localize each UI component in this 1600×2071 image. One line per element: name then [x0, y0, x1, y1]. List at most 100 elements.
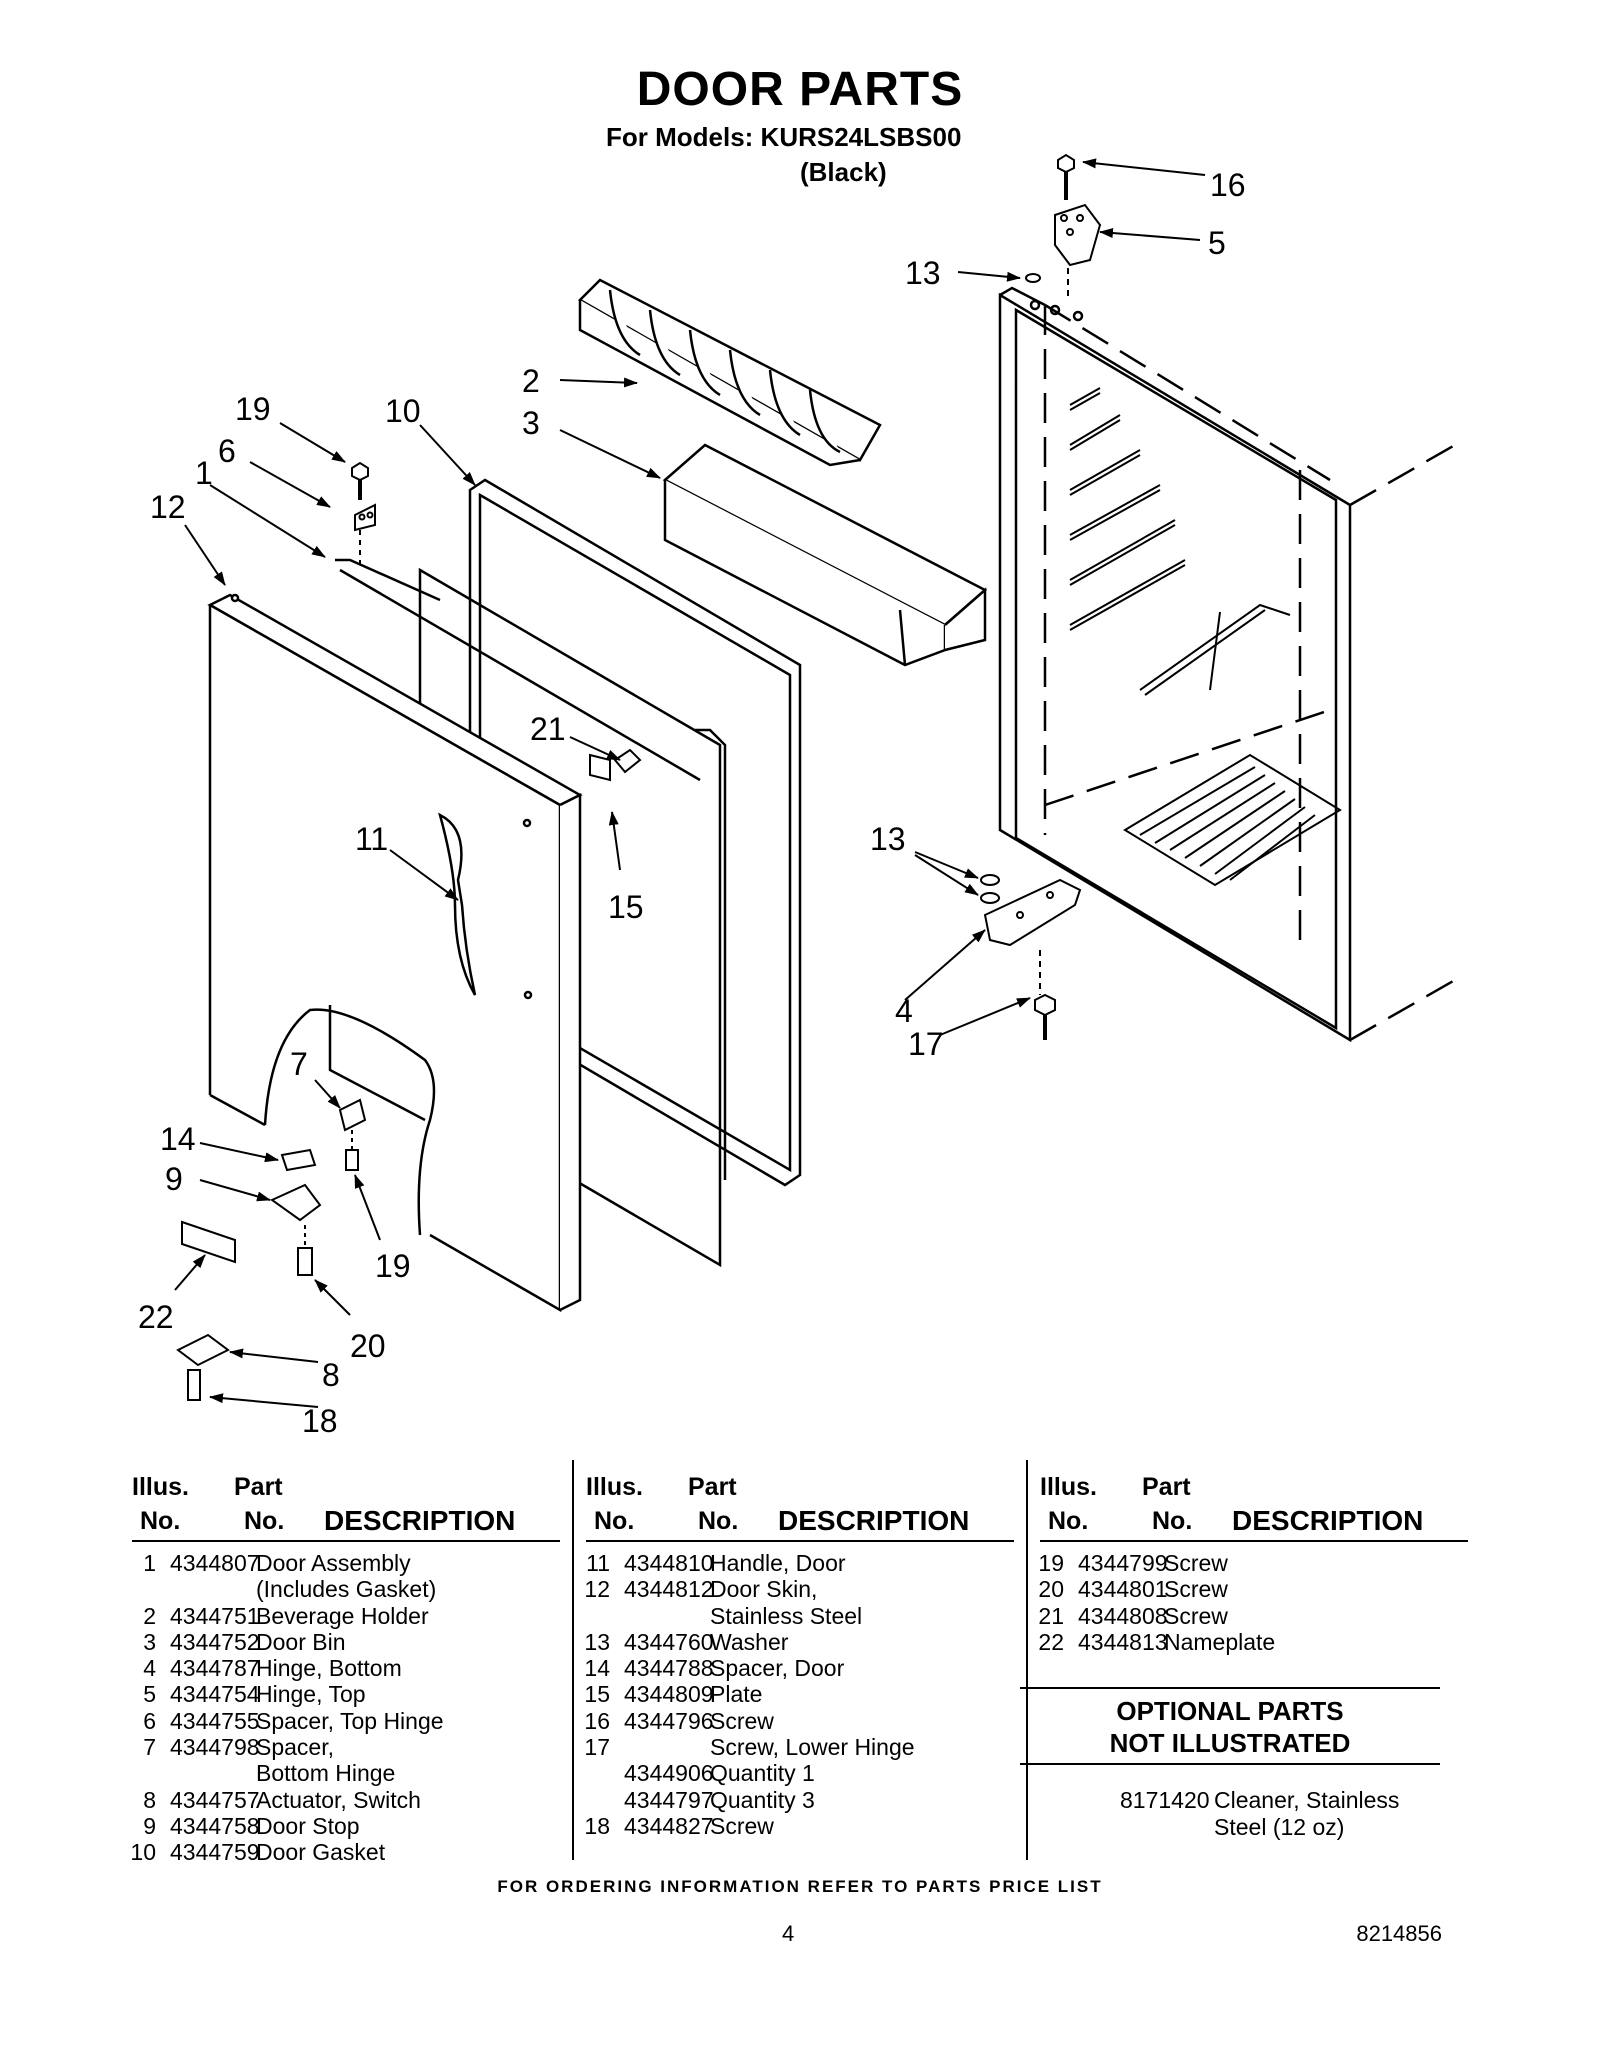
header-illus-no: No.: [594, 1507, 635, 1535]
part-number: 4344752: [170, 1628, 260, 1655]
part-description: Hinge, Bottom: [256, 1655, 402, 1682]
leader-17: [939, 997, 1031, 1036]
leader-16: [1082, 158, 1206, 176]
page-number: 4: [782, 1921, 795, 1946]
part-number: 4344906: [624, 1760, 714, 1787]
callout-11: 11: [355, 821, 388, 857]
part-description: Handle, Door: [710, 1550, 846, 1576]
callout-22: 22: [138, 1299, 174, 1335]
part-description: Quantity 1: [710, 1760, 815, 1787]
callout-5: 5: [1208, 225, 1226, 261]
top-hinge-drawing: [1025, 153, 1102, 298]
header-illus: Illus.: [586, 1473, 643, 1501]
bottom-hinge-drawing: [980, 874, 1082, 1040]
illus-number: 17: [584, 1734, 610, 1761]
illus-number: 19: [1038, 1550, 1064, 1576]
part-description: Door Assembly: [256, 1550, 411, 1576]
optional-desc-line-2: Steel (12 oz): [1214, 1814, 1345, 1840]
leader-4: [904, 929, 986, 1001]
leader-15: [608, 811, 621, 871]
door-skin-drawing: [207, 593, 583, 1313]
callout-14: 14: [160, 1121, 196, 1157]
header-description: DESCRIPTION: [1232, 1505, 1424, 1536]
part-description: Spacer,: [256, 1734, 334, 1761]
column-header: Illus. No. Part No. DESCRIPTION: [1040, 1460, 1468, 1542]
leader-5: [1099, 228, 1201, 241]
part-number: 4344788: [624, 1655, 714, 1682]
column-header: Illus. No. Part No. DESCRIPTION: [132, 1460, 560, 1542]
illus-number: 7: [143, 1734, 156, 1761]
illus-number: 21: [1038, 1602, 1064, 1629]
optional-title-line-2: NOT ILLUSTRATED: [1109, 1728, 1351, 1758]
illus-number: 20: [1038, 1576, 1064, 1603]
part-number: 4344754: [170, 1681, 260, 1708]
leader-20: [314, 1279, 351, 1316]
header-part-no: No.: [244, 1507, 285, 1535]
part-description: Screw: [1164, 1576, 1228, 1603]
beverage-holder-drawing: [577, 278, 882, 467]
header-part: Part: [688, 1473, 737, 1501]
illus-number: 6: [143, 1707, 156, 1734]
table-row: Stainless Steel: [586, 1603, 1014, 1629]
part-description: Screw: [1164, 1550, 1228, 1576]
part-description: Nameplate: [1164, 1628, 1276, 1655]
callout-4: 4: [895, 993, 913, 1029]
header-description: DESCRIPTION: [324, 1505, 516, 1536]
callout-20: 20: [350, 1328, 386, 1364]
illus-number: 15: [584, 1681, 610, 1708]
leader-1: [209, 484, 326, 558]
header-illus-no: No.: [1048, 1507, 1089, 1535]
part-number: 4344787: [170, 1655, 260, 1682]
illus-number: 13: [584, 1628, 610, 1655]
illus-number: 3: [143, 1628, 156, 1655]
part-description: Washer: [710, 1628, 789, 1655]
part-description: Screw, Lower Hinge: [710, 1734, 915, 1761]
part-description: Hinge, Top: [256, 1681, 366, 1708]
divider: [1020, 1687, 1440, 1689]
callout-19-bottom: 19: [375, 1248, 411, 1284]
header-part: Part: [234, 1473, 283, 1501]
illus-number: 14: [584, 1655, 610, 1682]
leader-10: [419, 424, 476, 486]
illus-number: 22: [1038, 1628, 1064, 1655]
illus-number: 2: [143, 1602, 156, 1629]
part-number: 4344757: [170, 1786, 260, 1813]
part-description: Stainless Steel: [710, 1602, 863, 1629]
illus-number: 5: [143, 1681, 156, 1708]
callout-19-top: 19: [235, 391, 271, 427]
part-description: Bottom Hinge: [256, 1760, 396, 1787]
callout-8: 8: [322, 1357, 340, 1393]
header-part-no: No.: [698, 1507, 739, 1535]
optional-title-line-1: OPTIONAL PARTS: [1116, 1696, 1344, 1726]
callout-18: 18: [302, 1403, 338, 1439]
illus-number: 10: [130, 1839, 156, 1866]
callout-2: 2: [522, 363, 540, 399]
part-description: (Includes Gasket): [256, 1576, 437, 1603]
leader-18: [209, 1393, 319, 1408]
part-number: 4344810: [624, 1550, 714, 1576]
callout-9: 9: [165, 1161, 183, 1197]
part-number: 4344827: [624, 1812, 714, 1839]
leader-6: [249, 461, 331, 508]
part-number: 4344812: [624, 1576, 714, 1603]
header-part-no: No.: [1152, 1507, 1193, 1535]
leader-13-top: [957, 271, 1021, 282]
part-description: Actuator, Switch: [256, 1786, 421, 1813]
callout-13-bottom: 13: [870, 821, 906, 857]
model-color: (Black): [800, 157, 887, 187]
callout-21: 21: [530, 711, 566, 747]
leader-19-bottom: [354, 1174, 381, 1241]
